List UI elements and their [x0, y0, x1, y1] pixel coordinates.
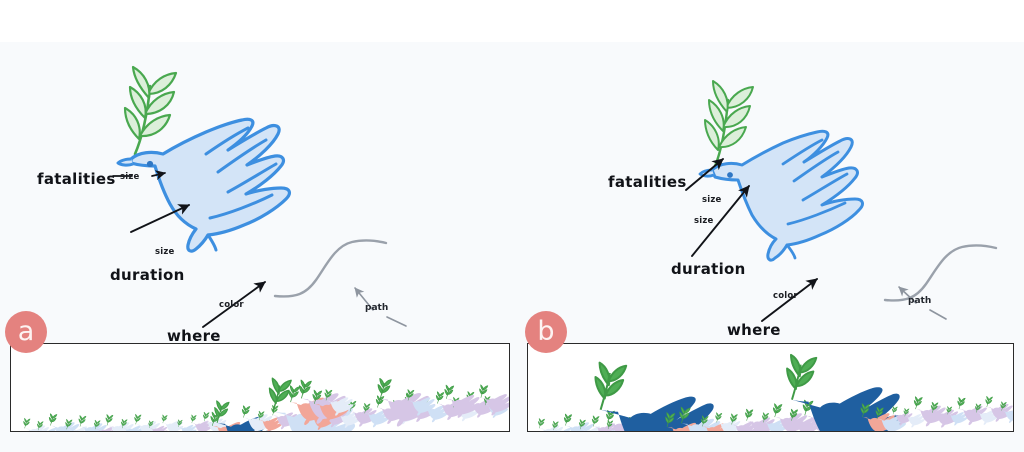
leader-path [354, 287, 407, 327]
strip-bird [190, 414, 213, 431]
strip-bird [257, 410, 282, 431]
dove-eye-icon [146, 160, 154, 168]
strip-bird [23, 417, 49, 431]
strip-bird [891, 406, 913, 426]
label-duration: duration [671, 260, 746, 278]
channel-label-size-duration: size [155, 247, 175, 257]
strip-bird [161, 414, 184, 431]
strip-bird [957, 397, 988, 426]
dove-icon [698, 129, 864, 262]
strip-bird [78, 415, 108, 431]
strip-bird [875, 406, 906, 431]
panel-a: fatalities size duration size where colo… [0, 42, 512, 452]
channel-label-color-where: color [773, 291, 798, 301]
timeline-strip-a-birds [23, 377, 509, 431]
strip-bird [985, 395, 1013, 422]
dove-icon [116, 117, 292, 253]
channel-label-size-duration: size [694, 216, 714, 226]
panel-b: fatalities size duration size where colo… [512, 42, 1024, 452]
strip-bird [730, 413, 759, 431]
strip-bird [202, 411, 227, 431]
leader-where [761, 278, 818, 322]
trajectory-curve [273, 239, 388, 298]
timeline-strip-a[interactable] [10, 343, 510, 432]
dove-eye-icon [727, 172, 733, 178]
olive-branch-icon [704, 80, 754, 168]
trajectory-curve [883, 244, 998, 302]
strip-bird [363, 402, 390, 428]
strip-bird [324, 389, 354, 416]
strip-bird [913, 396, 947, 427]
strip-bird [120, 418, 145, 431]
strip-bird [65, 418, 91, 431]
channel-label-size-fatalities: size [120, 172, 140, 182]
strip-bird [479, 384, 509, 416]
strip-bird [946, 406, 968, 426]
label-path: path [365, 303, 389, 313]
timeline-strip-b-birds [538, 353, 1013, 431]
timeline-strip-b[interactable] [527, 343, 1014, 432]
strip-bird [745, 408, 776, 431]
panel-badge-a: a [5, 311, 47, 353]
channel-label-size-fatalities: size [702, 195, 722, 205]
strip-bird [105, 414, 135, 431]
panel-badge-b: b [525, 311, 567, 353]
strip-bird [594, 361, 718, 431]
leader-path [898, 286, 947, 320]
strip-bird [552, 420, 576, 431]
strip-bird [563, 413, 595, 431]
panel-b-diagram [685, 80, 998, 322]
leader-fatalities [685, 158, 724, 191]
strip-bird [975, 403, 999, 425]
strip-bird [903, 408, 925, 428]
label-where: where [727, 321, 781, 339]
strip-bird [444, 384, 481, 418]
channel-label-color-where: color [219, 300, 244, 310]
strip-bird [715, 412, 741, 431]
strip-bird [406, 389, 436, 416]
label-duration: duration [110, 266, 185, 284]
strip-bird [1000, 401, 1013, 423]
strip-bird [48, 413, 81, 431]
strip-bird [177, 419, 197, 431]
leader-duration [691, 185, 750, 257]
leader-duration [130, 204, 190, 233]
label-where: where [167, 327, 221, 345]
leader-where [202, 281, 266, 328]
panel-a-diagram [112, 65, 407, 328]
label-path: path [908, 296, 932, 306]
strip-bird [36, 420, 61, 431]
strip-bird [578, 419, 604, 431]
olive-branch-icon [123, 65, 178, 156]
leader-fatalities [112, 170, 166, 181]
strip-bird [134, 413, 161, 431]
strip-bird [148, 420, 168, 431]
label-fatalities: fatalities [37, 170, 116, 188]
label-fatalities: fatalities [608, 173, 687, 191]
strip-bird [538, 418, 564, 431]
strip-bird [930, 401, 959, 428]
